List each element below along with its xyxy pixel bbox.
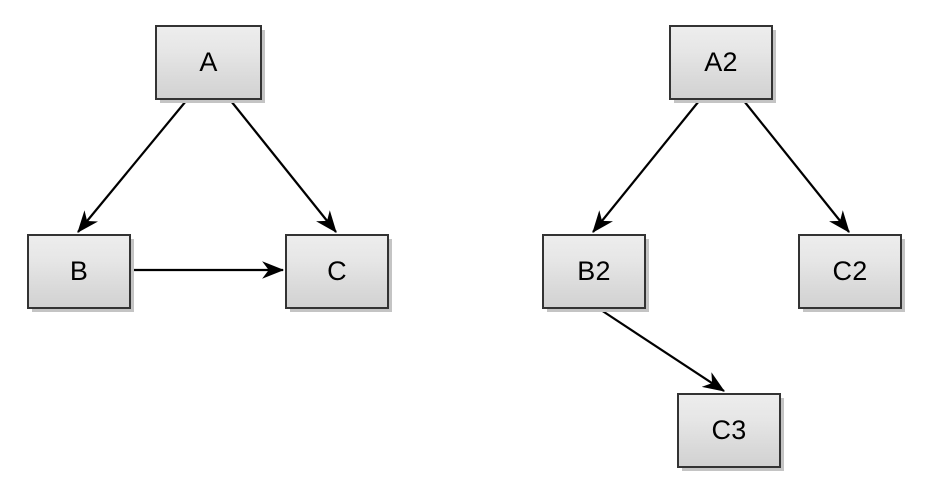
node-c[interactable]: C <box>285 234 389 309</box>
node-a2[interactable]: A2 <box>669 25 773 100</box>
edge-a2-to-c2 <box>743 100 850 233</box>
edge-a2-to-b2 <box>592 100 700 233</box>
node-label-c3: C3 <box>711 415 747 445</box>
node-c3[interactable]: C3 <box>677 393 781 468</box>
node-label-b: B <box>69 256 89 286</box>
node-label-a2: A2 <box>704 47 738 77</box>
edge-b2-to-c3 <box>600 309 725 392</box>
node-a[interactable]: A <box>155 25 262 100</box>
node-label-c2: C2 <box>832 256 868 286</box>
node-b2[interactable]: B2 <box>542 234 646 309</box>
edges-group <box>77 100 850 392</box>
node-c2[interactable]: C2 <box>798 234 902 309</box>
edge-a-to-b <box>77 100 187 233</box>
node-label-b2: B2 <box>577 256 611 286</box>
edge-a-to-c <box>230 100 337 233</box>
node-label-a: A <box>199 47 218 77</box>
node-b[interactable]: B <box>27 234 131 309</box>
node-label-c: C <box>327 256 347 286</box>
